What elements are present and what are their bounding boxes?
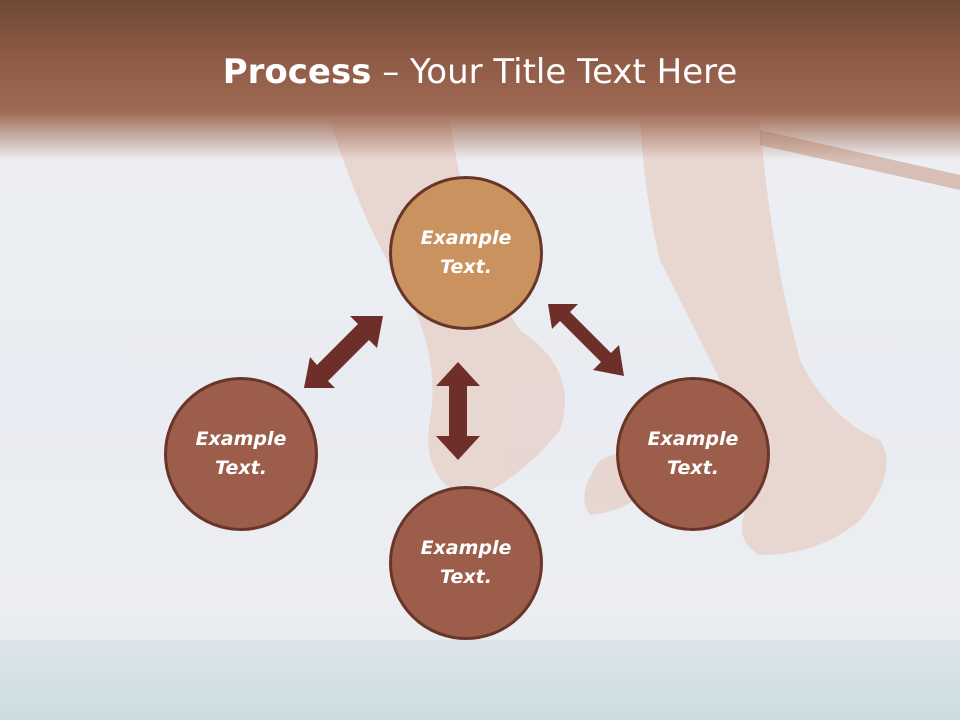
sea-background	[0, 640, 960, 720]
title-rest: – Your Title Text Here	[371, 52, 738, 92]
process-step-left: Example Text.	[164, 377, 318, 531]
process-step-top-text: Example Text.	[420, 227, 512, 278]
process-step-right: Example Text.	[616, 377, 770, 531]
slide-title: Process – Your Title Text Here	[0, 52, 960, 92]
title-bar	[0, 0, 960, 160]
process-step-top: Example Text.	[389, 176, 543, 330]
arrow-vertical	[436, 362, 480, 460]
process-step-right-text: Example Text.	[647, 428, 739, 479]
arrow-top-left	[304, 316, 383, 388]
process-step-bottom: Example Text.	[389, 486, 543, 640]
process-step-left-text: Example Text.	[195, 428, 287, 479]
arrow-top-right	[548, 304, 624, 376]
process-step-bottom-text: Example Text.	[420, 537, 512, 588]
title-bold: Process	[222, 52, 372, 92]
